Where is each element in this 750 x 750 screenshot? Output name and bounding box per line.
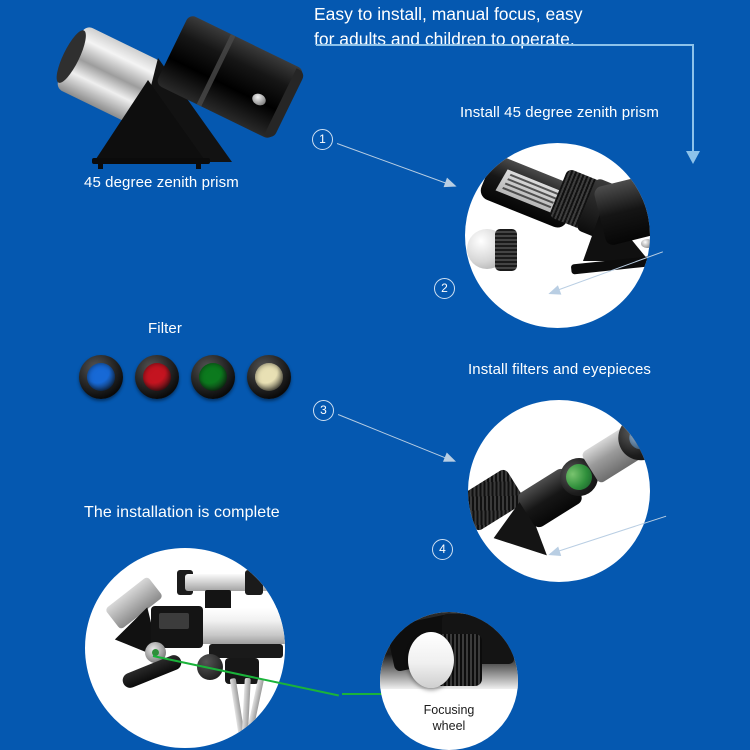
install-filters-eyepieces-caption: Install filters and eyepieces [468, 361, 651, 378]
filter-caption: Filter [148, 320, 182, 337]
step-1-arrow [336, 143, 455, 188]
prism-foot-pin-right [196, 164, 201, 169]
filter-blue [79, 355, 123, 399]
focusing-wheel-photo: Focusing wheel [380, 612, 518, 750]
headline-connector-vertical [692, 44, 694, 154]
step-2-badge: 2 [434, 278, 455, 299]
prism-chrome-opening [51, 27, 92, 87]
prism-locking-screw [641, 239, 650, 248]
step-3-badge: 3 [313, 400, 334, 421]
filter-green-glass [199, 363, 227, 391]
telescope-focuser-drawtube [159, 613, 189, 629]
headline-connector-arrowhead-icon [686, 151, 700, 164]
installation-complete-caption: The installation is complete [84, 504, 280, 521]
prism-foot-pin-left [98, 164, 103, 169]
install-zenith-prism-caption: Install 45 degree zenith prism [460, 104, 659, 121]
finder-scope-ring [245, 570, 263, 595]
filter-yellow [247, 355, 291, 399]
focuser-knob-knurl [495, 229, 517, 271]
headline-connector-horizontal [316, 44, 694, 46]
prism-barrel-cap [264, 68, 306, 140]
headline-line-2: for adults and children to operate. [314, 29, 575, 49]
telescope-focuser [151, 606, 203, 648]
prism-tube-opening [642, 174, 650, 236]
focusing-wheel-label-line-1: Focusing [423, 703, 475, 717]
filter-red [135, 355, 179, 399]
step-3-arrow [337, 414, 455, 463]
focusing-wheel-disc [408, 632, 454, 688]
zenith-prism-install-photo [465, 143, 650, 328]
finder-scope-mount [205, 590, 231, 610]
telescope-focusing-wheel-hub [152, 649, 159, 656]
zenith-prism-product-image [51, 13, 306, 172]
focusing-wheel-label: Focusing wheel [380, 702, 518, 734]
filter-yellow-glass [255, 363, 283, 391]
prism-wedge-front [94, 80, 206, 162]
filter-red-glass [143, 363, 171, 391]
focusing-wheel-pointer-line-2 [342, 693, 384, 695]
complete-telescope-photo [85, 548, 285, 748]
step-1-badge: 1 [312, 129, 333, 150]
prism-base-foot [92, 158, 210, 169]
zenith-prism-caption: 45 degree zenith prism [84, 174, 239, 191]
finder-scope-objective [267, 572, 281, 593]
filter-blue-glass [87, 363, 115, 391]
headline-line-1: Easy to install, manual focus, easy [314, 4, 583, 24]
step-4-badge: 4 [432, 539, 453, 560]
filter-green [191, 355, 235, 399]
focusing-wheel-label-line-2: wheel [432, 719, 466, 733]
telescope-mount-plate [209, 644, 283, 658]
eyepiece-lens [624, 419, 650, 455]
